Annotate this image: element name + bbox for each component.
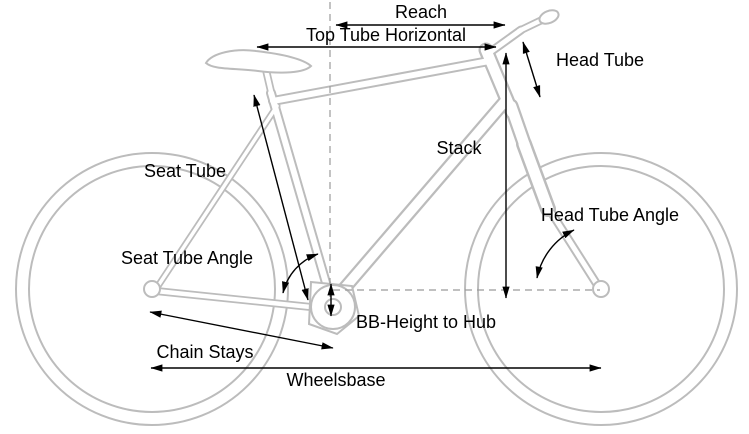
top-tube-horizontal-label: Top Tube Horizontal bbox=[306, 25, 466, 45]
reach-label: Reach bbox=[395, 2, 447, 22]
bottom-bracket-axle bbox=[324, 298, 342, 316]
chain-stay-tube-fill bbox=[153, 288, 333, 312]
front-tire bbox=[464, 152, 738, 426]
measurement-labels: Reach Top Tube Horizontal Head Tube Seat… bbox=[121, 2, 679, 390]
measurement-arrows bbox=[149, 21, 602, 372]
front-rim bbox=[477, 165, 725, 413]
bb-height-to-hub-label: BB-Height to Hub bbox=[356, 312, 496, 332]
head-tube-angle-arc bbox=[535, 229, 575, 279]
stack-label: Stack bbox=[436, 138, 482, 158]
down-tube-fill bbox=[332, 94, 512, 302]
rear-hub bbox=[143, 280, 161, 298]
wheelsbase-label: Wheelsbase bbox=[286, 370, 385, 390]
seat-tube-angle-label: Seat Tube Angle bbox=[121, 248, 253, 268]
front-hub bbox=[592, 280, 610, 298]
seat-tube-angle-arc bbox=[282, 253, 319, 294]
chain-stays-label: Chain Stays bbox=[156, 342, 253, 362]
stem-fill bbox=[486, 27, 524, 56]
top-tube-fill bbox=[270, 58, 492, 104]
handlebar-grip bbox=[538, 9, 560, 25]
reference-lines bbox=[329, 2, 600, 302]
head-tube-label: Head Tube bbox=[556, 50, 644, 70]
seat-tube-label: Seat Tube bbox=[144, 161, 226, 181]
fork-slider-fill bbox=[518, 138, 554, 215]
chain-stays-arrow bbox=[149, 310, 334, 350]
head-tube-angle-label: Head Tube Angle bbox=[541, 205, 679, 225]
head-tube-arrow bbox=[522, 41, 541, 98]
front-wheel bbox=[464, 152, 738, 426]
saddle bbox=[204, 49, 313, 74]
